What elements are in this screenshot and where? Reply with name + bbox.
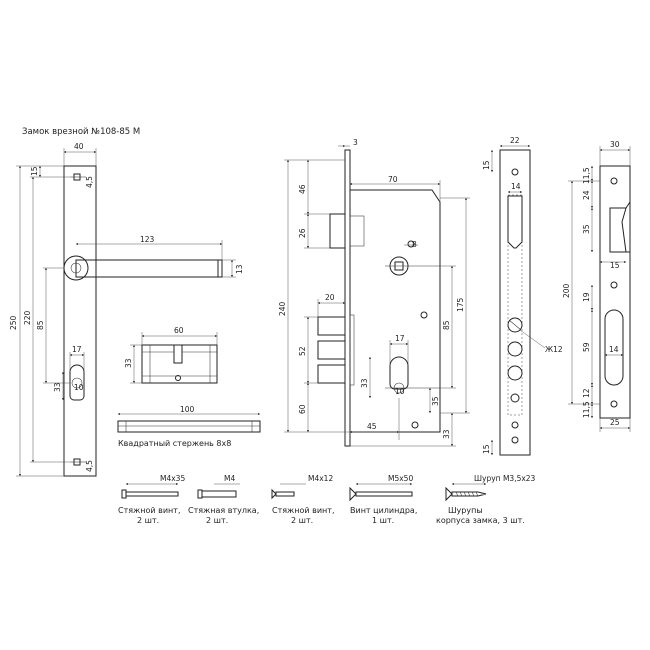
faceplate-hole-3 [507,365,523,381]
dim-faceplate-width: 22 [510,136,520,145]
hardware-caption: Винт цилиндра, [350,506,417,515]
dim-body-width: 70 [388,175,398,184]
dim-175: 175 [456,297,465,312]
dim-46: 46 [298,184,307,194]
dim-strike-11-5-bottom: 11,5 [582,401,591,418]
lock-cylinder-cutout [389,356,409,390]
hardware-caption: 2 шт. [291,516,313,525]
hardware-caption: Шурупы [448,506,483,515]
hardware-caption: Стяжной винт, [118,506,180,515]
dim-20: 20 [325,293,335,302]
cylinder-view: 60 33 [124,326,218,384]
dim-17-body: 17 [395,334,405,343]
dim-cylinder-height: 33 [124,358,133,368]
handle-plate [63,165,97,477]
dim-strike-total: 200 [562,283,571,298]
spindle-view: 100 Квадратный стержень 8х8 [117,405,261,448]
dim-strike-15: 15 [610,261,620,270]
hardware-spec: М4х12 [308,474,333,483]
hardware-item: М4 Стяжная втулка, 2 шт. [188,474,259,525]
deadbolt-3 [317,364,346,384]
faceplate-front-view: 22 14 15 15 Ж12 [482,136,563,456]
dim-faceplate-thickness: 3 [353,138,358,147]
cylinder-cam [173,344,183,364]
dim-26: 26 [298,228,307,238]
dim-faceplate-bottom: 15 [482,444,491,454]
dim-plate-width: 40 [74,142,84,151]
dim-spindle-square: 8 [412,240,417,249]
dim-10-plate: 10 [74,383,84,392]
dim-strike-width: 30 [610,140,620,149]
dim-52: 52 [298,346,307,356]
dim-strike-19: 19 [582,292,591,302]
dim-strike-59: 59 [582,342,591,352]
dim-33-plate: 33 [53,382,62,392]
dim-10-body: 10 [395,387,405,396]
dim-strike-24: 24 [582,190,591,200]
dim-strike-14: 14 [609,345,619,354]
dim-top-offset: 15 [30,166,39,176]
dim-33-body: 33 [360,378,369,388]
hardware-caption: Стяжной винт, [272,506,334,515]
latch-bolt [329,213,346,249]
spindle-caption: Квадратный стержень 8х8 [118,439,231,448]
dim-85-plate: 85 [36,320,45,330]
dim-faceplate-top: 15 [482,160,491,170]
latch-opening [507,195,523,249]
square-spindle [117,420,261,433]
dim-top-hole: 4,5 [85,176,94,188]
dim-60: 60 [298,404,307,414]
dim-strike-bottom-width: 25 [610,418,620,427]
hardware-item: М4х12 Стяжной винт, 2 шт. [271,474,334,525]
drawing-title: Замок врезной №108-85 М [22,127,140,137]
faceplate-hole-2 [507,341,523,357]
lock-faceplate-side [344,149,351,447]
dim-45: 45 [367,422,377,431]
hardware-caption: корпуса замка, 3 шт. [436,516,525,525]
dim-strike-12: 12 [582,388,591,398]
faceplate-front [499,149,531,456]
hardware-spec: М5х50 [388,474,413,483]
dim-33-bottom: 33 [442,429,451,439]
hardware-list: М4х35 Стяжной винт, 2 шт. М4 Стяжная вту… [118,474,536,525]
dim-strike-35: 35 [582,224,591,234]
hardware-item: М4х35 Стяжной винт, 2 шт. [118,474,185,525]
hardware-spec: Шуруп М3,5х23 [474,474,536,483]
dim-plate-height: 250 [9,315,18,330]
hardware-spec: М4 [224,474,235,483]
strike-plate-view: 30 11,5 24 35 15 200 19 59 14 12 11,5 [562,140,631,432]
hardware-caption: Стяжная втулка, [188,506,259,515]
lock-case [349,189,441,433]
dim-lever-height: 13 [235,264,244,274]
handle-plate-view: 40 250 15 4,5 220 85 123 13 17 [9,142,244,477]
dim-35-body: 35 [431,396,440,406]
dim-220: 220 [23,310,32,325]
strike-bolt-slot [604,309,624,386]
dim-cyl-width-plate: 17 [72,345,82,354]
hardware-item: Шуруп М3,5х23 Шурупы корпуса замка, 3 шт… [436,474,536,525]
hardware-caption: 1 шт. [372,516,394,525]
dim-strike-11-5: 11,5 [582,167,591,184]
dim-spindle-length: 100 [180,405,195,414]
deadbolt-1 [317,316,346,336]
faceplate-hole-1 [507,317,523,333]
dim-faceplate-inner: 14 [511,182,521,191]
lever-handle [75,259,223,278]
lock-body-view: 3 70 8 240 46 26 20 52 60 [278,138,470,447]
dim-bottom-hole: 4,5 [85,460,94,472]
strike-plate [599,165,631,419]
hardware-spec: М4х35 [160,474,185,483]
cylinder-cutout [69,364,85,401]
hardware-caption: 2 шт. [206,516,228,525]
dim-hole-diameter: Ж12 [545,345,563,354]
dim-lever-length: 123 [140,235,155,244]
dim-cylinder-length: 60 [174,326,184,335]
hardware-item: М5х50 Винт цилиндра, 1 шт. [349,474,417,525]
dim-total-height: 240 [278,301,287,316]
strike-latch-opening [609,207,627,253]
deadbolt-2 [317,340,346,360]
hardware-caption: 2 шт. [137,516,159,525]
dim-85-body: 85 [442,320,451,330]
